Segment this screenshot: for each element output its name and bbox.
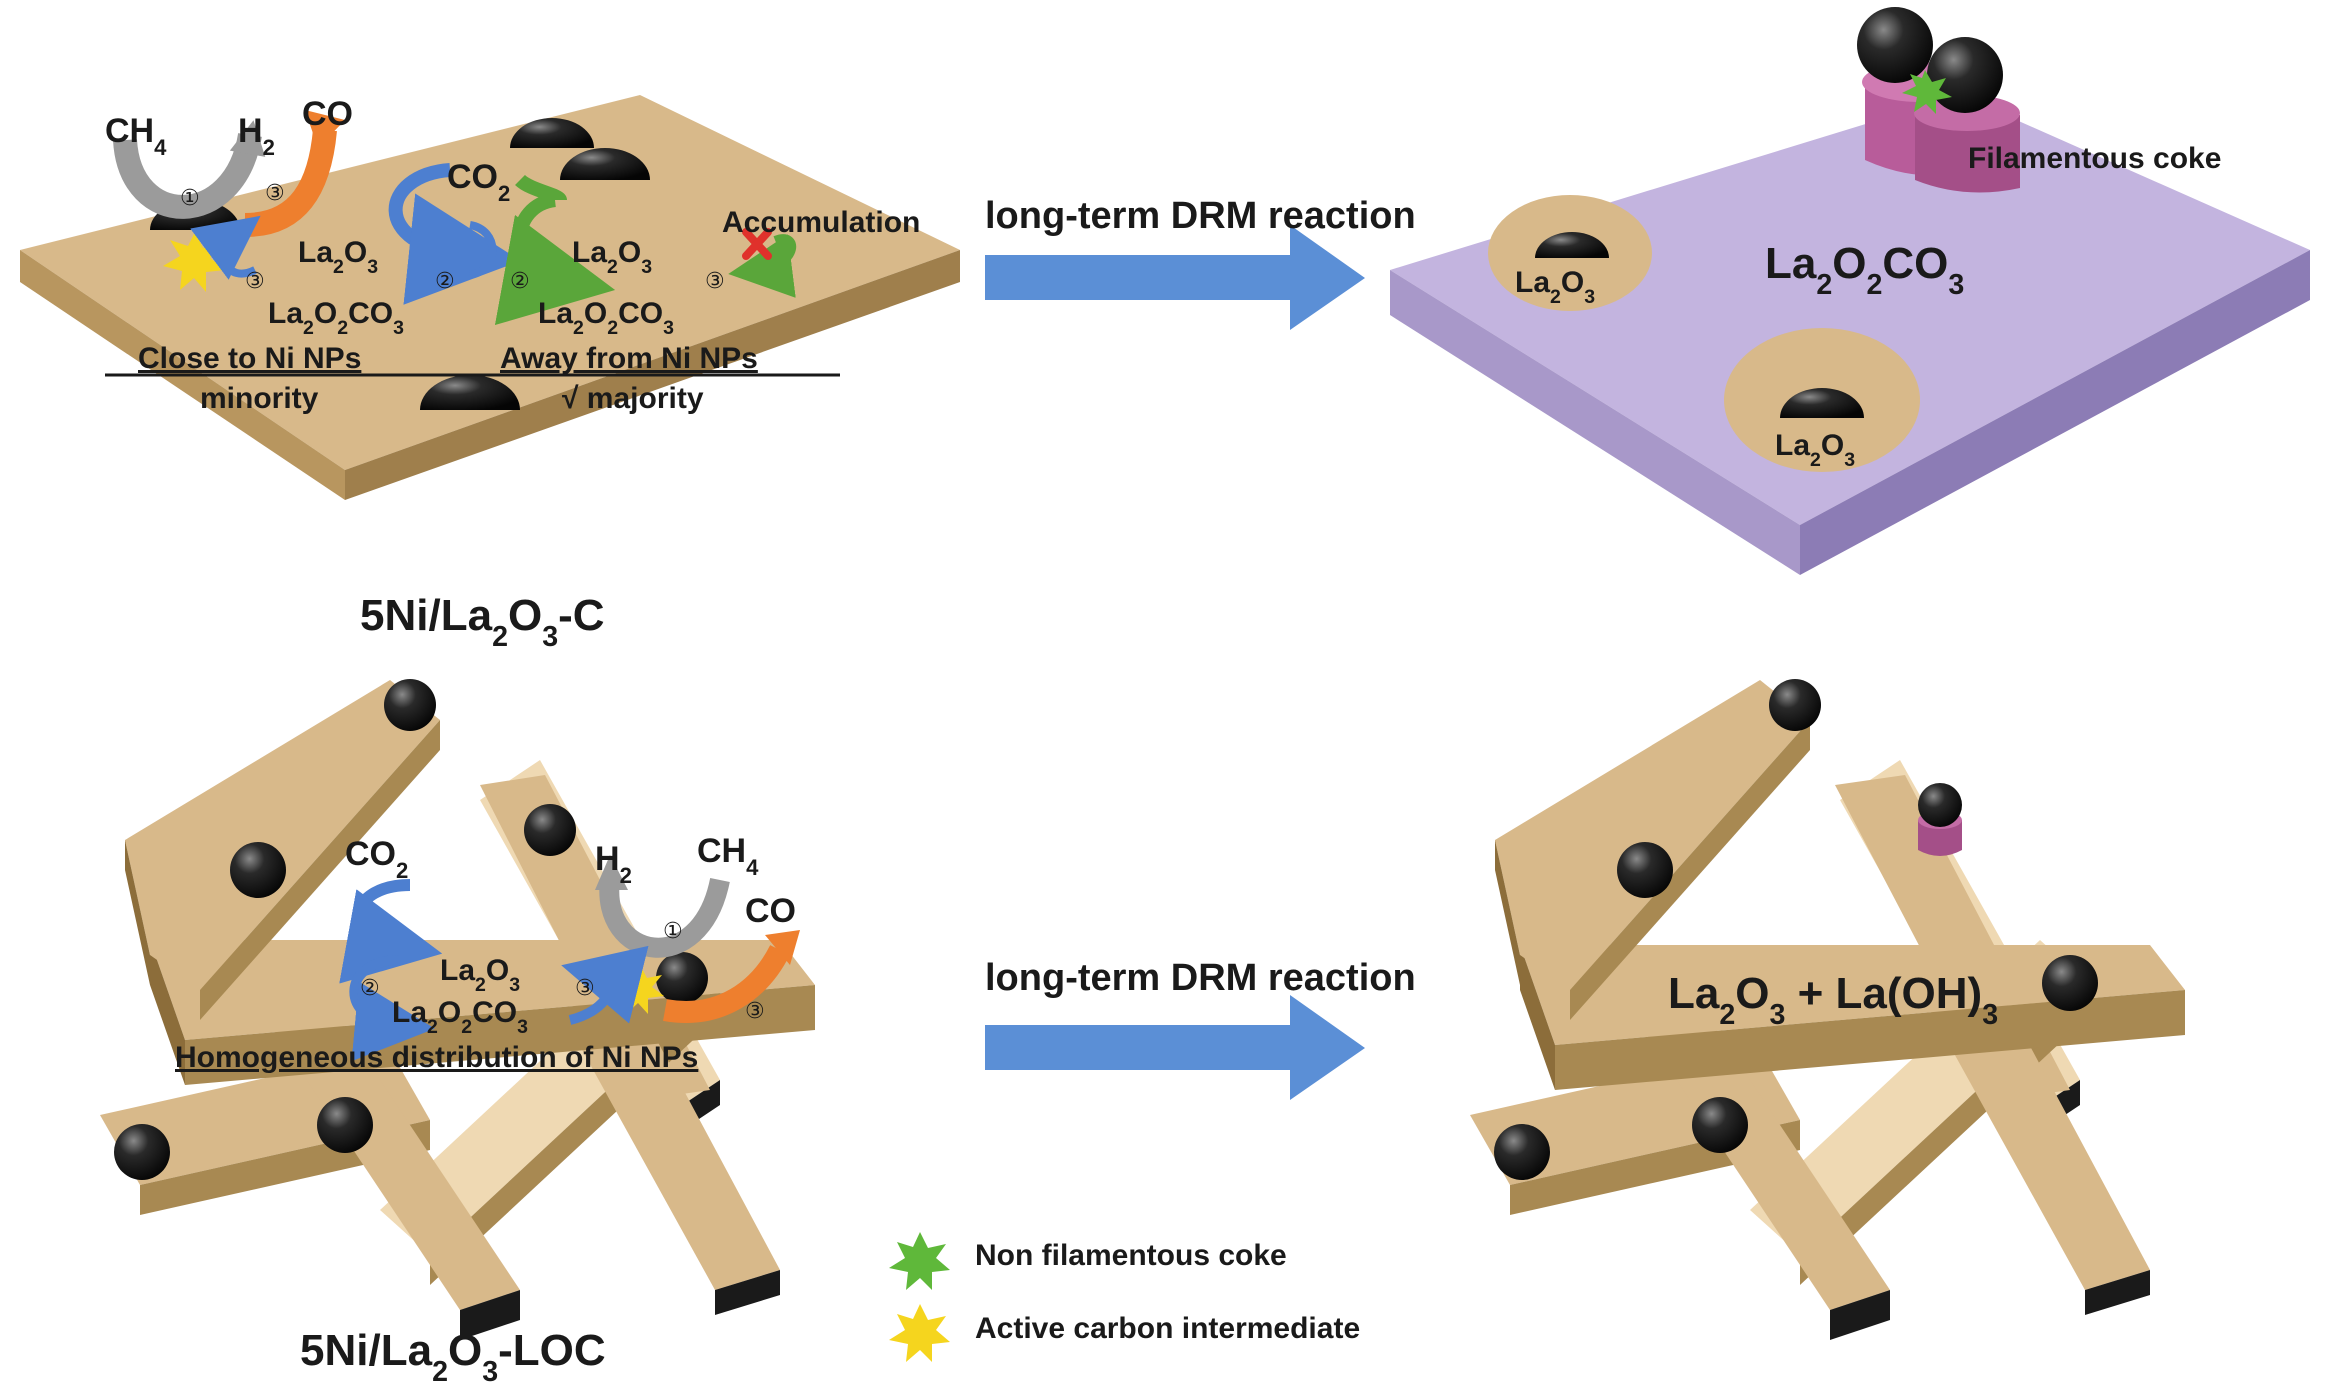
la2o3-label: La2O3 [572, 236, 652, 278]
ni-particle [1780, 388, 1864, 418]
step-marker: ② [510, 268, 530, 293]
legend: Non filamentous coke Active carbon inter… [889, 1232, 1360, 1362]
process-label-top: long-term DRM reaction [985, 195, 1416, 237]
co2-label: CO2 [447, 158, 510, 206]
phase-label: La2O3 + La(OH)3 [1668, 969, 1998, 1031]
h2-label: H2 [595, 840, 632, 888]
la2o2co3-label: La2O2CO3 [538, 297, 674, 339]
step-marker: ③ [745, 998, 765, 1023]
close-label: Close to Ni NPs [138, 342, 361, 375]
blocked-cross [742, 228, 772, 260]
filamentous-coke-label: Filamentous coke [1968, 142, 2221, 175]
ch4-label: CH4 [105, 112, 167, 160]
reaction-arrows-top [113, 110, 797, 326]
legend-label: Non filamentous coke [975, 1239, 1287, 1272]
legend-swatch-green-coke [889, 1232, 950, 1290]
la2o2co3-label: La2O2CO3 [392, 996, 528, 1038]
reaction-arrows-bottom [339, 855, 800, 1062]
legend-swatch-yellow-star [889, 1304, 950, 1362]
co2-label: CO2 [345, 835, 408, 883]
la2o3-label: La2O3 [298, 236, 378, 278]
rod-network-right [1470, 680, 2185, 1340]
distribution-label: Homogeneous distribution of Ni NPs [175, 1041, 698, 1074]
minority-label: minority [200, 382, 319, 415]
filamentous-coke [1918, 783, 1962, 856]
filamentous-coke [1857, 7, 2020, 193]
la2o3-label: La2O3 [1775, 429, 1855, 471]
ni-particle [1494, 679, 2098, 1180]
process-label-bottom: long-term DRM reaction [985, 957, 1416, 999]
step-marker: ③ [705, 268, 725, 293]
process-arrow-bottom [985, 995, 1365, 1100]
la2o3-label: La2O3 [1515, 266, 1595, 308]
away-label: Away from Ni NPs [500, 342, 758, 375]
ch4-label: CH4 [697, 832, 759, 880]
la2o3-label: La2O3 [440, 954, 520, 996]
ni-particle [114, 679, 708, 1180]
step-marker: ③ [265, 180, 285, 205]
co-label: CO [302, 95, 353, 133]
legend-label: Active carbon intermediate [975, 1312, 1360, 1345]
majority-label: √ majority [562, 382, 704, 415]
accumulation-label: Accumulation [722, 206, 920, 239]
process-arrow-top [985, 225, 1365, 330]
step-marker: ① [180, 185, 200, 210]
h2-label: H2 [238, 112, 275, 160]
slab-la2o2co3 [1390, 95, 2310, 575]
step-marker: ① [663, 918, 683, 943]
co-label: CO [745, 892, 796, 930]
catalyst-label-top: 5Ni/La2O3-C [360, 591, 605, 653]
step-marker: ③ [575, 975, 595, 1000]
support-label: La2O2CO3 [1765, 239, 1964, 301]
step-marker: ② [360, 975, 380, 1000]
catalyst-label-bottom: 5Ni/La2O3-LOC [300, 1326, 606, 1388]
step-marker: ② [435, 268, 455, 293]
la2o2co3-label: La2O2CO3 [268, 297, 404, 339]
step-marker: ③ [245, 268, 265, 293]
ni-particle [1535, 232, 1609, 258]
